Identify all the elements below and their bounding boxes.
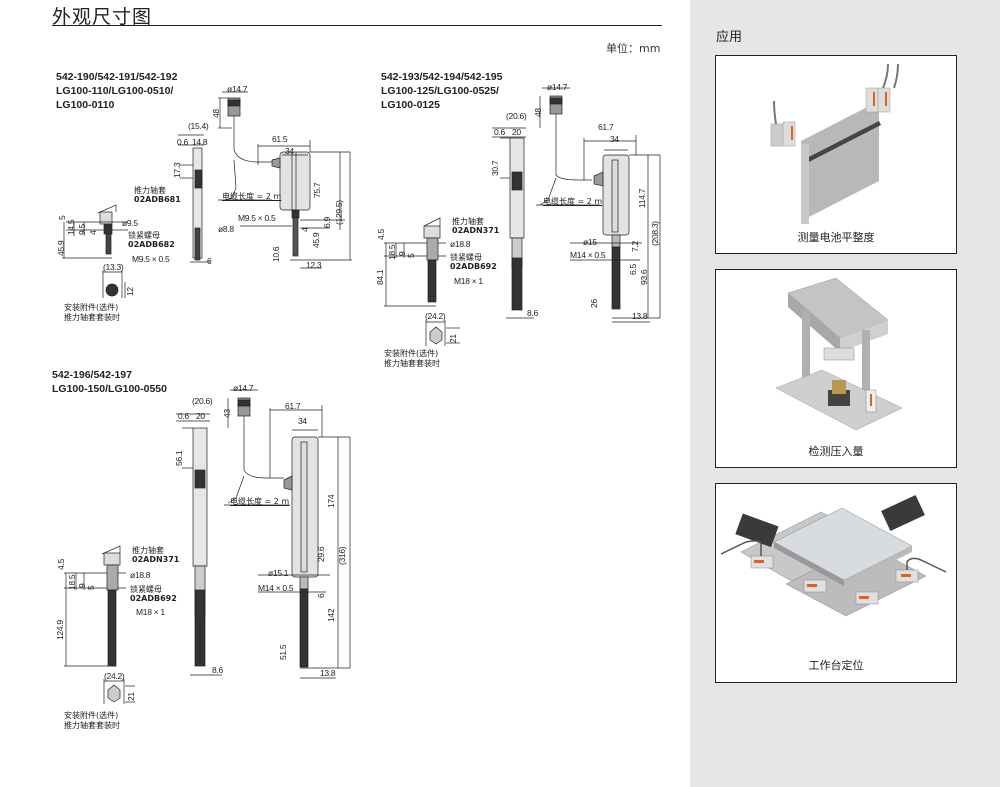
- d2-thickness-total: (20.6): [506, 111, 527, 121]
- application-caption-press: 检测压入量: [808, 445, 864, 458]
- d2-front-offset: 8.6: [527, 308, 538, 318]
- xy-stage-illustration: [720, 495, 947, 617]
- drawing-2-linework: [384, 87, 661, 346]
- mount-3-c-dim: 5: [86, 585, 96, 590]
- d3-stem-len: 29.6: [316, 546, 326, 562]
- d3-window: 56.1: [174, 450, 184, 466]
- application-caption-battery: 测量电池平整度: [797, 231, 875, 244]
- title-divider: [52, 25, 662, 26]
- d1-offset: 0.6: [177, 137, 188, 147]
- d2-cable-label: 电缆长度 = 2 m: [543, 197, 603, 206]
- d1-thread: M9.5 × 0.5: [238, 213, 276, 223]
- mount-2-nut-dia: ø18.8: [450, 239, 471, 249]
- d1-stem-dia: ø8.8: [218, 224, 234, 234]
- drawing-1-linework: [62, 91, 352, 298]
- unit-label: 单位：mm: [606, 42, 661, 55]
- mount-3-hex-height: 21: [126, 692, 136, 701]
- mount-2-note: 安装附件(选件) 推力轴套套装时: [384, 349, 440, 368]
- d3-stem-b: 142: [326, 608, 336, 622]
- drawing-3-side-body: [192, 427, 208, 567]
- d3-thickness: 20: [196, 411, 205, 421]
- mount-3-nut-dia: ø18.8: [130, 570, 151, 580]
- d1-body-depth: 61.5: [272, 134, 288, 144]
- mount-1-note: 安装附件(选件) 推力轴套套装时: [64, 303, 120, 322]
- mount-1-bearing-label: 推力轴套: [134, 186, 166, 195]
- mount-3-thread: M18 × 1: [136, 607, 165, 617]
- d2-thickness: 20: [512, 127, 521, 137]
- mount-1-nut-code: 02ADB682: [128, 240, 175, 249]
- application-card-press: 检测压入量: [715, 269, 957, 468]
- dimension-drawing-area: 外观尺寸图 单位：mm 542-190/542-191/542-192 LG10…: [52, 6, 662, 730]
- mount-2-nut-label: 锁紧螺母: [450, 253, 482, 262]
- d3-tip-offset: 13.8: [320, 668, 336, 678]
- d3-connector-len: 43: [222, 409, 232, 418]
- mount-1-bearing-code: 02ADB681: [134, 195, 181, 204]
- d2-tip-offset: 13.8: [632, 311, 648, 321]
- d2-offset: 0.6: [494, 127, 505, 137]
- d1-thickness: 14.8: [192, 137, 208, 147]
- d3-cable-label: 电缆长度 = 2 m: [230, 497, 290, 506]
- mount-1-hex-width: (13.3): [103, 262, 124, 272]
- mount-3-bearing-code: 02ADN371: [132, 555, 180, 564]
- press-fit-illustration: [775, 277, 903, 431]
- drawing-3-linework: [64, 389, 351, 704]
- mount-3-length-dim: 124.9: [55, 620, 65, 640]
- d1-connector-dia: ø14.7: [227, 84, 248, 94]
- d3-thread: M14 × 0.5: [258, 583, 294, 593]
- mount-2-hex-width: (24.2): [425, 311, 446, 321]
- mount-3-note: 安装附件(选件) 推力轴套套装时: [64, 711, 120, 730]
- mount-3-hex-width: (24.2): [104, 671, 125, 681]
- application-card-stage: 工作台定位: [715, 483, 957, 683]
- d3-body-height: 174: [326, 494, 336, 508]
- d2-connector-dia: ø14.7: [547, 82, 568, 92]
- d3-stem-a: 6: [316, 593, 326, 598]
- d3-thickness-total: (20.6): [192, 396, 213, 406]
- d1-front-offset: 6: [207, 256, 212, 266]
- page-title: 外观尺寸图: [52, 6, 153, 28]
- d3-total-height: (316): [337, 546, 347, 565]
- d3-front-offset: 8.6: [212, 665, 223, 675]
- mount-1-nut-label: 锁紧螺母: [128, 231, 160, 240]
- d3-stroke: 51.5: [278, 644, 288, 660]
- d1-body-width: 34: [285, 146, 294, 156]
- mount-3-bearing-label: 推力轴套: [132, 546, 164, 555]
- d2-thread: M14 × 0.5: [570, 250, 606, 260]
- mount-2-bearing-label: 推力轴套: [452, 217, 484, 226]
- d3-connector-dia: ø14.7: [233, 383, 254, 393]
- drawing-2-models: 542-193/542-194/542-195 LG100-125/LG100-…: [381, 71, 503, 111]
- mount-3-top-dim: 4.5: [56, 559, 66, 570]
- applications-heading: 应用: [716, 30, 743, 45]
- mount-1-thread: M9.5 × 0.5: [132, 254, 170, 264]
- mount-2-bearing-code: 02ADN371: [452, 226, 500, 235]
- d2-body-width: 34: [610, 134, 619, 144]
- mount-2-nut-code: 02ADB692: [450, 262, 497, 271]
- d1-thickness-total: (15.4): [188, 121, 209, 131]
- d3-stem-dia: ø15.1: [268, 568, 289, 578]
- d2-stem-dia: ø15: [583, 237, 597, 247]
- application-caption-stage: 工作台定位: [808, 659, 864, 672]
- drawing-3-models: 542-196/542-197 LG100-150/LG100-0550: [52, 369, 167, 395]
- mount-3-nut-code: 02ADB692: [130, 594, 177, 603]
- d3-body-depth: 61.7: [285, 401, 301, 411]
- d3-offset: 0.6: [178, 411, 189, 421]
- d2-body-depth: 61.7: [598, 122, 614, 132]
- mount-1-nut-dia: ø9.5: [122, 218, 138, 228]
- d1-tip-offset: 12.3: [306, 260, 322, 270]
- mount-3-a-dim: 18.5: [67, 574, 77, 590]
- d1-cable-label: 电缆长度 = 2 m: [222, 192, 282, 201]
- drawing-1-models: 542-190/542-191/542-192 LG100-110/LG100-…: [56, 71, 178, 111]
- d3-body-width: 34: [298, 416, 307, 426]
- mount-3-nut-label: 锁紧螺母: [130, 585, 162, 594]
- mount-2-thread: M18 × 1: [454, 276, 483, 286]
- mount-1-thread: [105, 233, 112, 255]
- battery-flatness-illustration: [770, 63, 899, 224]
- application-card-battery: 测量电池平整度: [715, 55, 957, 254]
